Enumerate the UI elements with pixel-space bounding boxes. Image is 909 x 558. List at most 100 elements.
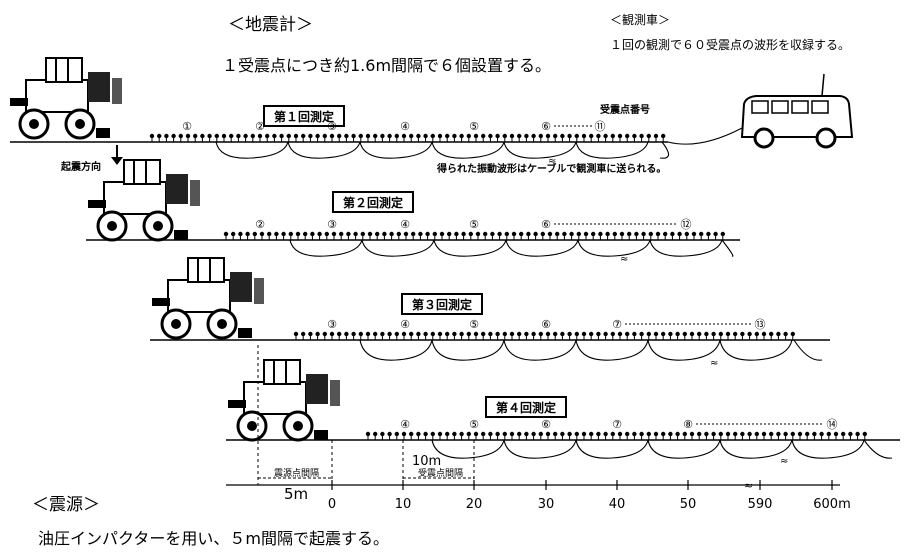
geophone-icon bbox=[451, 133, 458, 143]
geophone-icon bbox=[574, 331, 580, 341]
geophone-icon bbox=[286, 133, 292, 143]
geophone-icon bbox=[660, 133, 666, 143]
geophone-icon bbox=[331, 231, 337, 241]
geophone-icon bbox=[648, 231, 654, 241]
geophone-icon bbox=[698, 231, 704, 241]
geophone-icon bbox=[640, 231, 647, 241]
geophone-icon bbox=[545, 431, 551, 441]
geophone-icon bbox=[754, 431, 760, 441]
geophone-icon bbox=[552, 133, 558, 143]
geophone-icon bbox=[545, 331, 551, 341]
round-title-text: 第３回測定 bbox=[412, 297, 472, 312]
geophone-icon bbox=[523, 331, 530, 341]
geophone-icon bbox=[581, 331, 587, 341]
geophone-icon bbox=[545, 133, 551, 143]
geophone-icon bbox=[617, 331, 623, 341]
receiver-spacing-label: 10m bbox=[412, 454, 442, 469]
geophone-icon bbox=[538, 133, 544, 143]
geophone-icon bbox=[437, 331, 443, 341]
geophone-icon bbox=[689, 431, 695, 441]
geophone-icon bbox=[379, 431, 386, 441]
geophone-icon bbox=[257, 133, 263, 143]
geophone-icon bbox=[235, 133, 242, 143]
geophone-icon bbox=[437, 133, 443, 143]
geophone-icon bbox=[660, 331, 666, 341]
geophone-icon bbox=[669, 231, 676, 241]
geophone-icon bbox=[504, 231, 510, 241]
receiver-number: ⑫ bbox=[681, 218, 692, 231]
geophone-icon bbox=[797, 431, 803, 441]
geophone-icon bbox=[316, 231, 323, 241]
geophone-icon bbox=[581, 133, 587, 143]
cable-note: 得られた振動波形はケーブルで観測車に送られる。 bbox=[437, 164, 667, 175]
geophone-icon bbox=[602, 133, 609, 143]
recording-truck-text: １回の観測で６０受震点の波形を収録する。 bbox=[610, 38, 851, 52]
geophone-icon bbox=[610, 133, 616, 143]
geophone-icon bbox=[444, 331, 450, 341]
geophone-icon bbox=[480, 331, 486, 341]
geophone-icon bbox=[446, 231, 452, 241]
geophone-icon bbox=[604, 231, 611, 241]
receiver-number: ④ bbox=[400, 120, 410, 133]
geophone-icon bbox=[480, 133, 486, 143]
impactor-vehicle-icon bbox=[150, 256, 266, 340]
scale-tick-label: 50 bbox=[680, 497, 697, 512]
geophone-icon bbox=[725, 431, 731, 441]
cable bbox=[431, 439, 865, 459]
geophone-icon bbox=[408, 431, 414, 441]
geophone-icon bbox=[746, 431, 753, 441]
geophone-icon bbox=[790, 331, 796, 341]
geophone-icon bbox=[631, 431, 638, 441]
geophone-icon bbox=[720, 231, 726, 241]
geophone-icon bbox=[358, 133, 364, 143]
geophone-icon bbox=[847, 431, 854, 441]
geophone-icon bbox=[489, 231, 496, 241]
geophone-icon bbox=[401, 133, 407, 143]
geophone-icon bbox=[264, 133, 270, 143]
geophone-icon bbox=[386, 431, 393, 441]
geophone-icon bbox=[854, 431, 861, 441]
geophone-icon bbox=[451, 431, 458, 441]
geophone-icon bbox=[754, 331, 760, 341]
seismometer-heading: ＜地震計＞ bbox=[228, 15, 313, 35]
round-title-text: 第４回測定 bbox=[496, 400, 556, 415]
geophone-icon bbox=[691, 231, 697, 241]
geophone-icon bbox=[365, 431, 371, 441]
geophone-icon bbox=[244, 231, 251, 241]
geophone-icon bbox=[288, 231, 294, 241]
geophone-icon bbox=[422, 331, 429, 341]
geophone-icon bbox=[862, 431, 868, 441]
receiver-number: ③ bbox=[327, 318, 337, 331]
geophone-icon bbox=[682, 431, 688, 441]
geophone-icon bbox=[163, 133, 170, 143]
geophone-icon bbox=[466, 431, 472, 441]
geophone-icon bbox=[696, 331, 702, 341]
geophone-icon bbox=[394, 133, 400, 143]
cable bbox=[215, 141, 649, 159]
geophone-icon bbox=[374, 231, 380, 241]
geophone-icon bbox=[343, 331, 350, 341]
geophone-icon bbox=[401, 331, 407, 341]
geophone-icon bbox=[487, 133, 494, 143]
geophone-icon bbox=[336, 133, 342, 143]
break-mark: ≈ bbox=[548, 156, 556, 167]
source-interval-label: 震源点間隔 bbox=[274, 469, 320, 479]
geophone-icon bbox=[739, 331, 746, 341]
geophone-icon bbox=[633, 231, 640, 241]
geophone-row bbox=[365, 431, 868, 441]
geophone-icon bbox=[703, 331, 710, 341]
geophone-icon bbox=[732, 431, 738, 441]
geophone-icon bbox=[439, 231, 445, 241]
geophone-icon bbox=[523, 431, 530, 441]
geophone-icon bbox=[430, 431, 436, 441]
geophone-icon bbox=[833, 431, 839, 441]
receiver-number: ⑥ bbox=[541, 318, 551, 331]
receiver-number: ④ bbox=[400, 318, 410, 331]
geophone-icon bbox=[350, 331, 357, 341]
geophone-icon bbox=[466, 331, 472, 341]
geophone-icon bbox=[252, 231, 258, 241]
geophone-icon bbox=[612, 231, 618, 241]
impactor-vehicle-icon bbox=[8, 56, 124, 140]
